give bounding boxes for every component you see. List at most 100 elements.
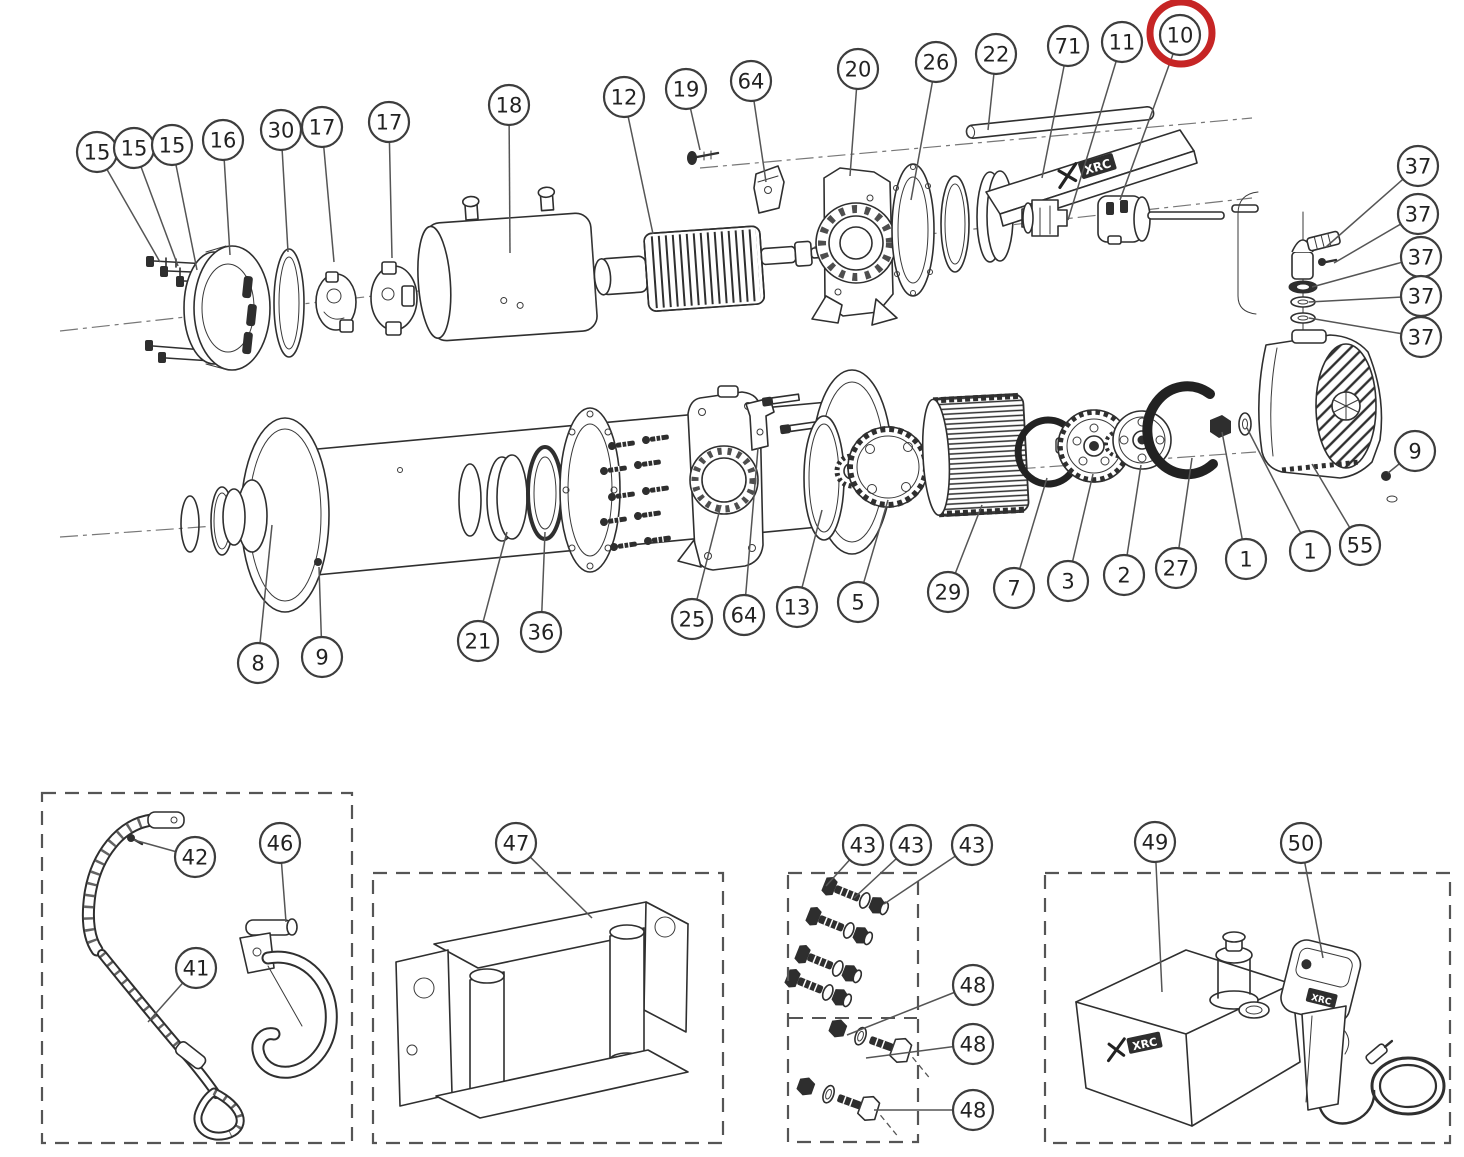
- callout-number: 20: [845, 58, 872, 82]
- callout-number: 48: [960, 1033, 987, 1057]
- callout-circle: [1133, 820, 1177, 864]
- callout-64: 64: [729, 59, 773, 183]
- callout-circle: [914, 40, 958, 84]
- clutch-knob-drawing: [1097, 195, 1259, 245]
- callout-circle: [951, 963, 995, 1007]
- callout-number: 27: [1163, 557, 1190, 581]
- leader-line: [388, 141, 393, 259]
- callout-circle: [836, 580, 880, 624]
- callout-number: 46: [267, 832, 294, 856]
- brake-band-drawing: [1142, 381, 1218, 480]
- callout-15: 15: [75, 130, 161, 263]
- screw-19-drawing: [687, 150, 720, 165]
- callout-circle: [974, 32, 1018, 76]
- callout-circle: [889, 823, 933, 867]
- callout-43: 43: [825, 823, 885, 887]
- callout-circle: [259, 108, 303, 152]
- callout-circle: [951, 1088, 995, 1132]
- motor-bracket-drawing: [811, 167, 898, 326]
- callout-number: 17: [309, 116, 336, 140]
- callout-number: 10: [1167, 24, 1194, 48]
- callout-37: 37: [1311, 235, 1443, 288]
- callout-number: 25: [679, 608, 706, 632]
- callout-37: 37: [1308, 315, 1443, 359]
- gearbox-gasket-drawing: [803, 415, 845, 541]
- callout-11: 11: [1067, 20, 1144, 221]
- callout-number: 43: [850, 834, 877, 858]
- small-bolt: [600, 516, 627, 526]
- callout-circle: [602, 75, 646, 119]
- callout-71: 71: [1041, 24, 1090, 179]
- callout-circle: [1288, 529, 1332, 573]
- callout-5: 5: [836, 499, 889, 624]
- strap-drawing: [81, 811, 185, 957]
- callout-number: 64: [738, 70, 765, 94]
- leader-line: [910, 81, 934, 201]
- leader-line: [689, 108, 701, 151]
- leader-line: [849, 88, 858, 177]
- callout-circle: [1393, 429, 1437, 473]
- callout-number: 48: [960, 974, 987, 998]
- callout-21: 21: [456, 531, 508, 663]
- callout-42: 42: [133, 835, 217, 879]
- callout-circle: [841, 823, 885, 867]
- callout-number: 21: [465, 630, 492, 654]
- callout-number: 1: [1239, 548, 1252, 572]
- callout-number: 2: [1117, 564, 1130, 588]
- callout-circle: [951, 1022, 995, 1066]
- clutch-cam-drawing: [1021, 199, 1068, 237]
- callout-13: 13: [775, 509, 823, 629]
- callout-circle: [1046, 559, 1090, 603]
- callout-15: 15: [150, 123, 198, 271]
- callout-circle: [722, 593, 766, 637]
- callout-circle: [173, 835, 217, 879]
- callout-43: 43: [883, 823, 994, 905]
- callout-number: 29: [935, 581, 962, 605]
- control-box-logo-text: XRC: [1131, 1035, 1158, 1053]
- leader-line: [1387, 463, 1400, 474]
- callout-circle: [775, 585, 819, 629]
- small-bolt: [608, 440, 635, 450]
- callout-37: 37: [1308, 274, 1443, 318]
- callout-circle: [1158, 13, 1202, 57]
- callout-circle: [1154, 546, 1198, 590]
- callout-number: 47: [503, 832, 530, 856]
- highlight-ring: [1146, 0, 1216, 68]
- mount-bolts-drawing: [782, 873, 893, 1012]
- leader-line: [1126, 464, 1142, 556]
- fairlead-box: [371, 871, 725, 1145]
- callout-number: 7: [1007, 577, 1020, 601]
- callout-number: 17: [376, 111, 403, 135]
- leader-line: [318, 566, 323, 638]
- callout-number: 37: [1405, 203, 1432, 227]
- stop-bracket-drawing: [745, 393, 819, 451]
- callout-37: 37: [1325, 144, 1440, 248]
- callout-circle: [1102, 553, 1146, 597]
- leader-line: [1019, 477, 1048, 570]
- callout-number: 5: [851, 591, 864, 615]
- leader-line: [1178, 457, 1193, 549]
- callout-36: 36: [519, 531, 563, 654]
- callout-circle: [670, 597, 714, 641]
- leader-line: [1246, 427, 1302, 534]
- callout-circle: [519, 610, 563, 654]
- callout-41: 41: [147, 946, 218, 1023]
- callout-48: 48: [846, 963, 995, 1036]
- callout-number: 16: [210, 129, 237, 153]
- leader-line: [987, 73, 995, 131]
- leader-line: [1308, 317, 1402, 335]
- callout-19: 19: [664, 67, 708, 151]
- leader-line: [281, 149, 289, 253]
- armature-drawing: [593, 225, 828, 312]
- callout-number: 55: [1347, 534, 1374, 558]
- ring-gear-drawing: [921, 392, 1030, 518]
- callout-48: 48: [874, 1088, 995, 1132]
- callout-48: 48: [865, 1022, 995, 1066]
- leader-line: [529, 856, 593, 919]
- callout-12: 12: [602, 75, 654, 235]
- callout-2: 2: [1102, 464, 1146, 597]
- motor-gasket-drawing: [273, 248, 305, 358]
